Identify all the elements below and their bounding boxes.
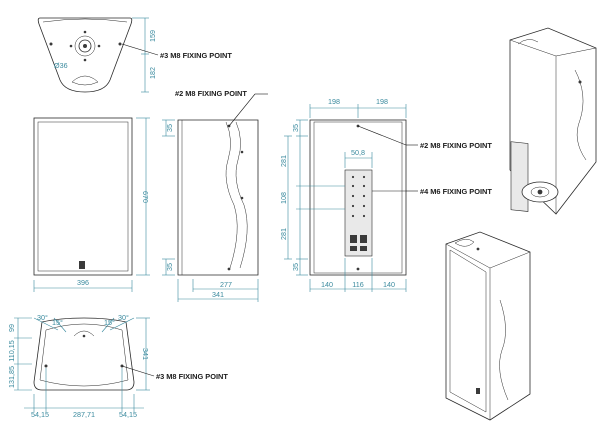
dim-bottom-110: 110,15 bbox=[7, 340, 16, 361]
top-view: 159 182 Ø36 #3 M8 FIXING POINT bbox=[37, 17, 232, 93]
dim-rear-198-left: 198 bbox=[328, 97, 340, 106]
side-view: 35 35 277 341 #2 M8 FIXING POINT bbox=[162, 89, 268, 302]
dim-side-top-35: 35 bbox=[165, 124, 174, 132]
callout-rear-m6: #4 M6 FIXING POINT bbox=[420, 187, 492, 196]
dim-rear-116: 116 bbox=[352, 280, 363, 289]
dim-rear-140-left: 140 bbox=[321, 280, 333, 289]
dim-bottom-341: 341 bbox=[141, 348, 150, 360]
isometric-view-rear bbox=[509, 27, 597, 215]
dim-bottom-54-left: 54,15 bbox=[31, 410, 49, 419]
dim-side-341: 341 bbox=[212, 290, 224, 299]
bottom-view: 30° 15° 15° 30° 99 110,15 131,85 341 54,… bbox=[7, 313, 228, 419]
dim-top-159: 159 bbox=[148, 30, 157, 42]
callout-top-m8: #3 M8 FIXING POINT bbox=[160, 51, 232, 60]
callout-rear-m8: #2 M8 FIXING POINT bbox=[420, 141, 492, 150]
isometric-view-front bbox=[445, 231, 531, 421]
dim-diameter: Ø36 bbox=[54, 61, 68, 70]
dim-rear-281-lower: 281 bbox=[279, 228, 288, 240]
front-view: 396 670 bbox=[33, 117, 150, 292]
dim-rear-198-right: 198 bbox=[376, 97, 388, 106]
rear-view: 198 198 50,8 35 281 108 281 35 140 116 1… bbox=[279, 97, 492, 292]
dim-rear-281-upper: 281 bbox=[279, 155, 288, 167]
dim-side-277: 277 bbox=[220, 280, 232, 289]
dim-bottom-131: 131,85 bbox=[7, 366, 16, 388]
dim-front-width: 396 bbox=[77, 278, 89, 287]
dim-bottom-99: 99 bbox=[7, 324, 16, 332]
dim-side-bottom-35: 35 bbox=[165, 263, 174, 271]
dim-bottom-287: 287,71 bbox=[73, 410, 95, 419]
dim-angle-15-right: 15° bbox=[104, 318, 115, 327]
dim-bottom-54-right: 54,15 bbox=[119, 410, 137, 419]
dim-angle-30-left: 30° bbox=[37, 313, 48, 322]
dim-angle-30-right: 30° bbox=[118, 313, 129, 322]
dim-angle-15-left: 15° bbox=[52, 318, 63, 327]
dim-rear-108: 108 bbox=[279, 192, 288, 204]
dim-front-height: 670 bbox=[141, 191, 150, 203]
dim-rear-bottom-35: 35 bbox=[291, 263, 300, 271]
callout-bottom-m8: #3 M8 FIXING POINT bbox=[156, 372, 228, 381]
dim-top-182: 182 bbox=[148, 67, 157, 79]
callout-side-m8: #2 M8 FIXING POINT bbox=[175, 89, 247, 98]
dim-rear-top-35: 35 bbox=[291, 124, 300, 132]
dim-rear-140-right: 140 bbox=[383, 280, 395, 289]
dim-rear-plate-width: 50,8 bbox=[351, 148, 365, 157]
